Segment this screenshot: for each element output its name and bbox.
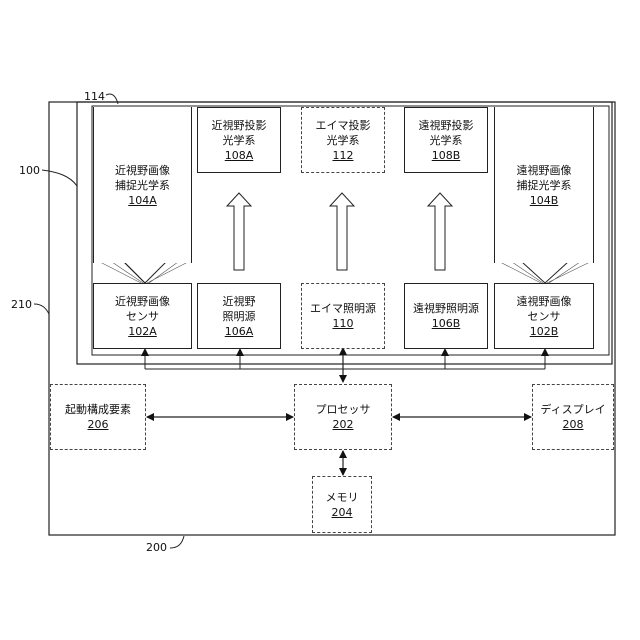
near-illumination-source: 近視野 照明源 106A <box>197 283 281 349</box>
far-image-sensor: 遠視野画像 センサ 102B <box>494 283 594 349</box>
leader-100 <box>42 170 77 186</box>
arrow-far-illum <box>428 193 452 270</box>
ref-210: 210 <box>11 298 32 311</box>
aimer-illumination-source: エイマ照明源 110 <box>301 283 385 349</box>
aimer-projection-optics: エイマ投影 光学系 112 <box>301 107 385 173</box>
processor: プロセッサ 202 <box>294 384 392 450</box>
ref-114: 114 <box>84 90 105 103</box>
far-capture-optics: 遠視野画像 捕捉光学系 104B <box>494 107 594 263</box>
near-image-sensor: 近視野画像 センサ 102A <box>93 283 192 349</box>
memory: メモリ 204 <box>312 476 372 533</box>
near-capture-optics: 近視野画像 捕捉光学系 104A <box>93 107 192 263</box>
display: ディスプレイ 208 <box>532 384 614 450</box>
far-capture-funnel <box>495 262 593 283</box>
arrow-near-illum <box>227 193 251 270</box>
activation-component: 起動構成要素 206 <box>50 384 146 450</box>
near-projection-optics: 近視野投影 光学系 108A <box>197 107 281 173</box>
far-illumination-source: 遠視野照明源 106B <box>404 283 488 349</box>
ref-100: 100 <box>19 164 40 177</box>
arrow-aimer <box>330 193 354 270</box>
leader-210 <box>34 304 49 314</box>
far-projection-optics: 遠視野投影 光学系 108B <box>404 107 488 173</box>
leader-200 <box>170 536 184 548</box>
ref-200: 200 <box>146 541 167 554</box>
